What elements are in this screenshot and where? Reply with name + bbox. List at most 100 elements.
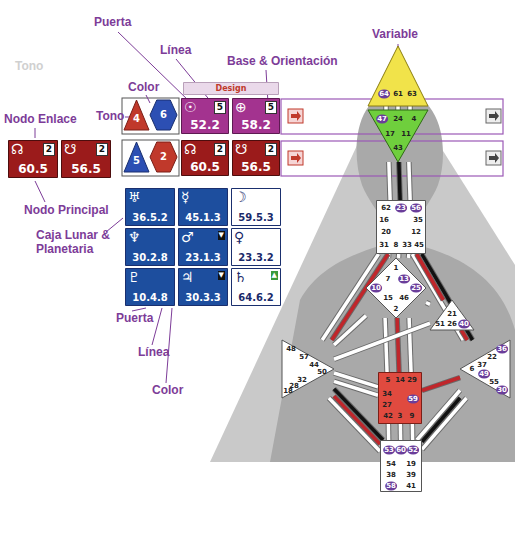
gate-number: 48: [286, 346, 296, 353]
solar-plexus-center: 3622376495530: [460, 340, 510, 398]
annotation-label: Color: [128, 81, 159, 95]
gate-number: 39: [406, 472, 416, 479]
variable-arrow-icons: [288, 109, 501, 165]
channel-line: [397, 318, 399, 372]
panel-heading: Design: [216, 85, 247, 93]
aura-cone: [210, 70, 515, 462]
gate-number: 44: [309, 362, 319, 369]
planet-symbol: ♃: [181, 270, 194, 284]
channel-line: [410, 106, 411, 110]
gate-number: 41: [406, 483, 416, 490]
tone-arrow: 2: [150, 142, 177, 172]
tone-number: 2: [43, 143, 55, 156]
planet-symbol: ☽: [234, 190, 247, 204]
gate-number: 33: [402, 242, 412, 249]
gate-number: 4: [412, 116, 417, 123]
gate-number: 16: [379, 217, 389, 224]
gate-line-value: 56.5: [71, 163, 101, 175]
gate-number: 49: [478, 370, 490, 379]
planet-box: ♅36.5.2: [125, 188, 175, 226]
gate-number: 17: [385, 131, 395, 138]
color-tone-number: 6: [160, 110, 167, 120]
gate-number: 9: [410, 413, 415, 420]
gate-line-value: 23.1.3: [185, 253, 220, 263]
gate-number: 8: [394, 242, 399, 249]
gate-number: 5: [386, 377, 391, 384]
gate-number: 53: [383, 446, 395, 455]
gate-number: 59: [407, 395, 419, 404]
gate-number: 29: [407, 377, 417, 384]
north-node-box: ☊260.5: [181, 140, 229, 176]
gate-line-value: 52.2: [190, 119, 220, 131]
planet-box: ♀23.3.2: [231, 228, 281, 266]
link-node-box: ☋256.5: [61, 140, 111, 178]
gate-number: 47: [376, 115, 388, 124]
gate-number: 20: [381, 229, 391, 236]
tone-number: 5: [265, 101, 277, 114]
gate-line-value: 58.2: [241, 119, 271, 131]
planet-symbol: ☉: [184, 100, 197, 114]
annotation-label: Puerta: [116, 312, 153, 326]
gate-number: 1: [394, 265, 399, 272]
annotation-label: Color: [152, 384, 183, 398]
south-node-box: ☋256.5: [232, 140, 280, 176]
tone-number: 2: [214, 143, 226, 156]
fixing-marker: ▼: [218, 231, 225, 240]
tone-arrow: 6: [150, 100, 177, 130]
channel-line: [334, 396, 380, 444]
color-arrow: 5: [124, 142, 149, 172]
color-tone-cell: [122, 140, 179, 176]
channel-line: [422, 398, 460, 442]
gate-line-value: 56.5: [241, 161, 271, 173]
gate-line-value: 36.5.2: [132, 213, 167, 223]
gate-number: 11: [401, 131, 411, 138]
heart-center: 21512640: [430, 300, 474, 330]
sacral-center: 514293427594239: [378, 372, 422, 424]
spleen-center: 48574450322818: [282, 340, 334, 398]
gate-number: 58: [385, 482, 397, 491]
gate-number: 57: [299, 354, 309, 361]
channel-line: [422, 378, 460, 391]
channel-line: [386, 106, 387, 110]
link-node-box: ☊260.5: [8, 140, 58, 178]
channel-line: [388, 424, 389, 440]
gate-number: 52: [407, 446, 419, 455]
channel-line: [409, 318, 411, 372]
gate-number: 10: [370, 284, 382, 293]
planet-box: ♄64.6.2▲: [231, 268, 281, 306]
gate-number: 21: [447, 311, 457, 318]
gate-line-value: 60.5: [18, 163, 48, 175]
gate-line-value: 30.3.3: [185, 293, 220, 303]
root-center: 536052541938395841: [380, 440, 422, 492]
channel-line: [389, 162, 390, 200]
color-tone-number: 4: [133, 114, 140, 124]
gate-line-value: 64.6.2: [238, 293, 273, 303]
fixing-marker: ▼: [218, 271, 225, 280]
planet-box: ♆30.2.8: [125, 228, 175, 266]
planet-symbol: ☋: [235, 142, 247, 156]
gate-number: 2: [394, 306, 399, 313]
channel-line: [334, 323, 430, 359]
gate-number: 54: [386, 461, 396, 468]
gate-number: 50: [317, 369, 327, 376]
channel-line: [408, 254, 409, 258]
gate-line-value: 45.1.3: [185, 213, 220, 223]
throat-center: 622356163520123183345: [376, 200, 426, 254]
gate-number: 15: [383, 295, 393, 302]
gate-line-value: 10.4.8: [132, 293, 167, 303]
gate-number: 38: [386, 472, 396, 479]
planet-symbol: ♀: [234, 230, 244, 244]
tone-number: 5: [214, 101, 226, 114]
annotation-label: Base & Orientación: [227, 55, 338, 69]
annotation-label: Nodo Enlace: [4, 113, 77, 127]
planet-symbol: ☋: [64, 142, 76, 156]
gate-number: 25: [410, 284, 422, 293]
ajna-center: 47244174311: [368, 110, 428, 162]
channel-line: [412, 424, 413, 440]
gate-number: 13: [398, 275, 410, 284]
gate-number: 7: [386, 276, 391, 283]
gate-number: 40: [458, 320, 470, 329]
annotation-label: Puerta: [94, 16, 131, 30]
gate-number: 55: [489, 379, 499, 386]
channel-line: [334, 316, 366, 345]
